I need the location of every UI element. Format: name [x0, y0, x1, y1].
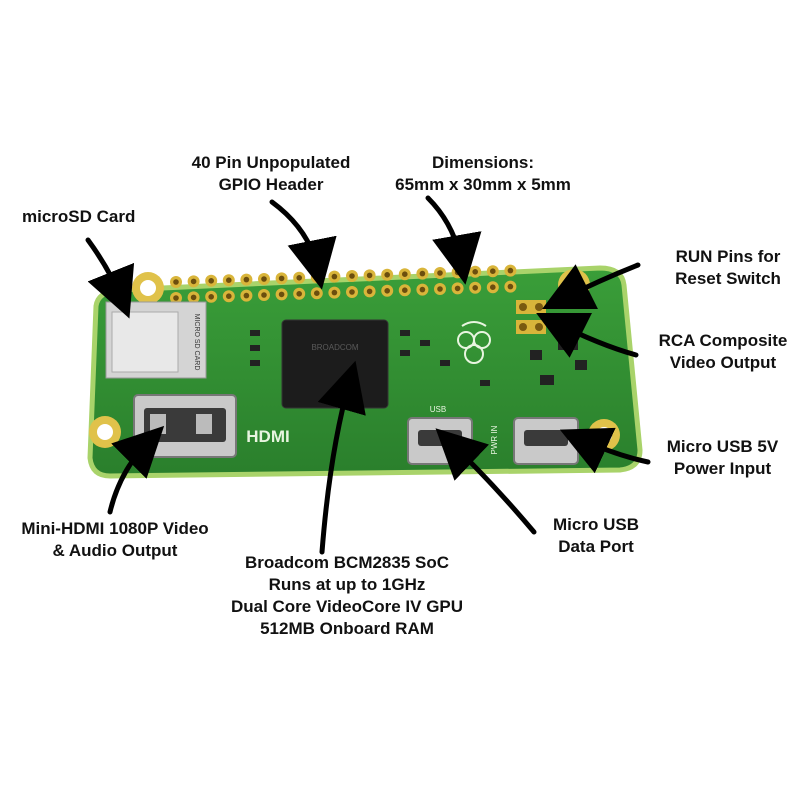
label-power: Micro USB 5V Power Input	[666, 437, 779, 478]
gpio-hole	[314, 274, 320, 281]
svg-text:BROADCOM: BROADCOM	[311, 343, 358, 352]
arrow-microsd	[85, 237, 135, 319]
arrow-soc	[317, 360, 366, 555]
gpio-hole	[208, 278, 214, 284]
gpio-hole	[366, 272, 373, 279]
label-dimensions: Dimensions: 65mm x 30mm x 5mm	[395, 153, 571, 194]
gpio-hole	[331, 273, 338, 280]
label-rca: RCA Composite Video Output	[658, 331, 788, 372]
gpio-hole	[402, 271, 408, 278]
hdmi-silkscreen: HDMI	[246, 427, 289, 446]
gpio-hole	[331, 289, 338, 296]
gpio-hole	[173, 279, 179, 285]
gpio-hole	[296, 275, 303, 281]
label-microsd: microSD Card	[22, 207, 136, 226]
gpio-hole	[278, 275, 285, 282]
gpio-hole	[349, 289, 355, 295]
gpio-hole	[384, 272, 391, 278]
gpio-hole	[419, 286, 426, 293]
gpio-hole	[190, 278, 197, 285]
label-data-port: Micro USB Data Port	[553, 515, 639, 556]
gpio-hole	[243, 276, 250, 283]
microsd-card-slot: MICRO SD CARD	[105, 301, 207, 379]
raspberry-logo	[457, 321, 491, 364]
arrow-run-pins	[542, 262, 641, 309]
gpio-hole	[226, 277, 232, 284]
arrow-rca	[536, 313, 639, 358]
gpio-hole	[190, 294, 197, 301]
gpio-hole	[208, 294, 214, 300]
gpio-hole	[261, 292, 267, 298]
label-gpio: 40 Pin Unpopulated GPIO Header	[191, 153, 351, 194]
gpio-hole	[472, 269, 479, 275]
gpio-hole	[437, 270, 443, 276]
gpio-hole	[419, 270, 426, 277]
gpio-hole	[454, 285, 461, 292]
soc-chip: BROADCOM	[281, 319, 389, 409]
pwr-silkscreen: PWR IN	[490, 425, 499, 454]
gpio-hole	[349, 273, 355, 279]
gpio-hole	[243, 292, 250, 299]
arrow-hdmi	[107, 425, 165, 515]
gpio-hole	[261, 276, 267, 282]
gpio-hole	[402, 287, 408, 294]
gpio-hole	[384, 288, 391, 294]
gpio-hole	[490, 284, 496, 291]
callout-arrows	[85, 195, 651, 555]
arrow-data-port	[435, 428, 537, 535]
gpio-header-holes	[170, 264, 517, 304]
gpio-hole	[226, 293, 232, 300]
gpio-hole	[173, 295, 179, 301]
gpio-hole	[314, 290, 320, 297]
pcb-board: BROADCOM MICRO SD CARD HDMI	[87, 264, 643, 479]
usb-silkscreen: USB	[430, 405, 446, 414]
label-run-pins: RUN Pins for Reset Switch	[675, 247, 781, 288]
gpio-hole	[454, 269, 461, 276]
label-hdmi: Mini-HDMI 1080P Video & Audio Output	[21, 519, 209, 560]
gpio-hole	[296, 291, 303, 297]
gpio-hole	[507, 267, 514, 274]
gpio-hole	[507, 283, 514, 290]
arrow-gpio	[269, 199, 337, 290]
arrow-power	[559, 427, 651, 474]
arrow-dimensions	[425, 195, 482, 285]
label-soc: Broadcom BCM2835 SoC Runs at up to 1GHz …	[230, 553, 464, 638]
gpio-hole	[278, 291, 285, 298]
gpio-hole	[437, 286, 443, 292]
gpio-hole	[366, 288, 373, 295]
sd-silkscreen: MICRO SD CARD	[193, 314, 200, 371]
gpio-hole	[490, 268, 496, 275]
gpio-hole	[472, 285, 479, 291]
